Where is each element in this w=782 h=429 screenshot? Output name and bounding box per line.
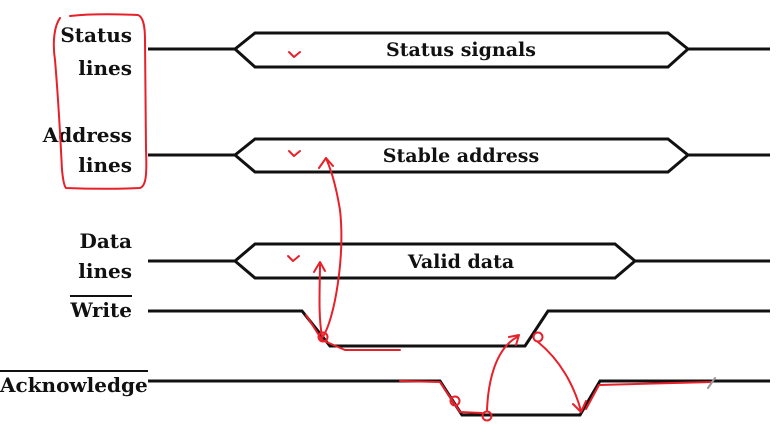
annotation-tick-address <box>288 150 301 157</box>
write-label-text: Write <box>70 295 132 322</box>
status-label-line1: Status <box>60 23 132 47</box>
write-label: Write <box>40 295 132 322</box>
data-bus-waveform <box>148 242 770 280</box>
annotation-ack-rising-highlight <box>585 381 713 410</box>
annotation-arrow-write-to-ack <box>537 341 587 413</box>
data-label-line1: Data <box>79 229 133 253</box>
address-bus-label: Stable address <box>383 145 539 167</box>
status-bus-label: Status signals <box>386 39 536 61</box>
annotation-end-mark <box>707 377 716 389</box>
address-lines-label: Address lines <box>40 124 132 177</box>
annotation-arrow-data <box>313 261 326 337</box>
write-waveform <box>148 309 770 348</box>
annotation-circle-ack-fall <box>449 395 461 407</box>
acknowledge-label: Acknowledge <box>0 370 148 397</box>
acknowledge-label-text: Acknowledge <box>0 370 148 397</box>
acknowledge-waveform <box>148 379 770 417</box>
annotation-arrow-ack-to-write <box>486 334 520 411</box>
address-bus-waveform <box>148 137 770 174</box>
annotation-bracket <box>52 13 148 190</box>
data-lines-label: Data lines <box>40 230 132 283</box>
annotation-circle-write-rise <box>532 331 544 343</box>
data-label-line2: lines <box>78 259 132 283</box>
annotation-ack-falling-highlight <box>399 380 483 414</box>
status-label-line2: lines <box>78 56 132 80</box>
annotation-write-highlight <box>305 314 401 351</box>
annotation-arrow-address <box>318 157 343 339</box>
address-label-line2: lines <box>78 153 132 177</box>
data-bus-label: Valid data <box>407 251 514 273</box>
status-lines-label: Status lines <box>40 24 132 80</box>
annotation-tick-status <box>288 51 301 58</box>
address-label-line1: Address <box>42 123 132 147</box>
annotation-tick-data <box>287 255 300 262</box>
annotation-circle-ack-low <box>481 410 493 422</box>
status-bus-waveform <box>148 31 770 69</box>
